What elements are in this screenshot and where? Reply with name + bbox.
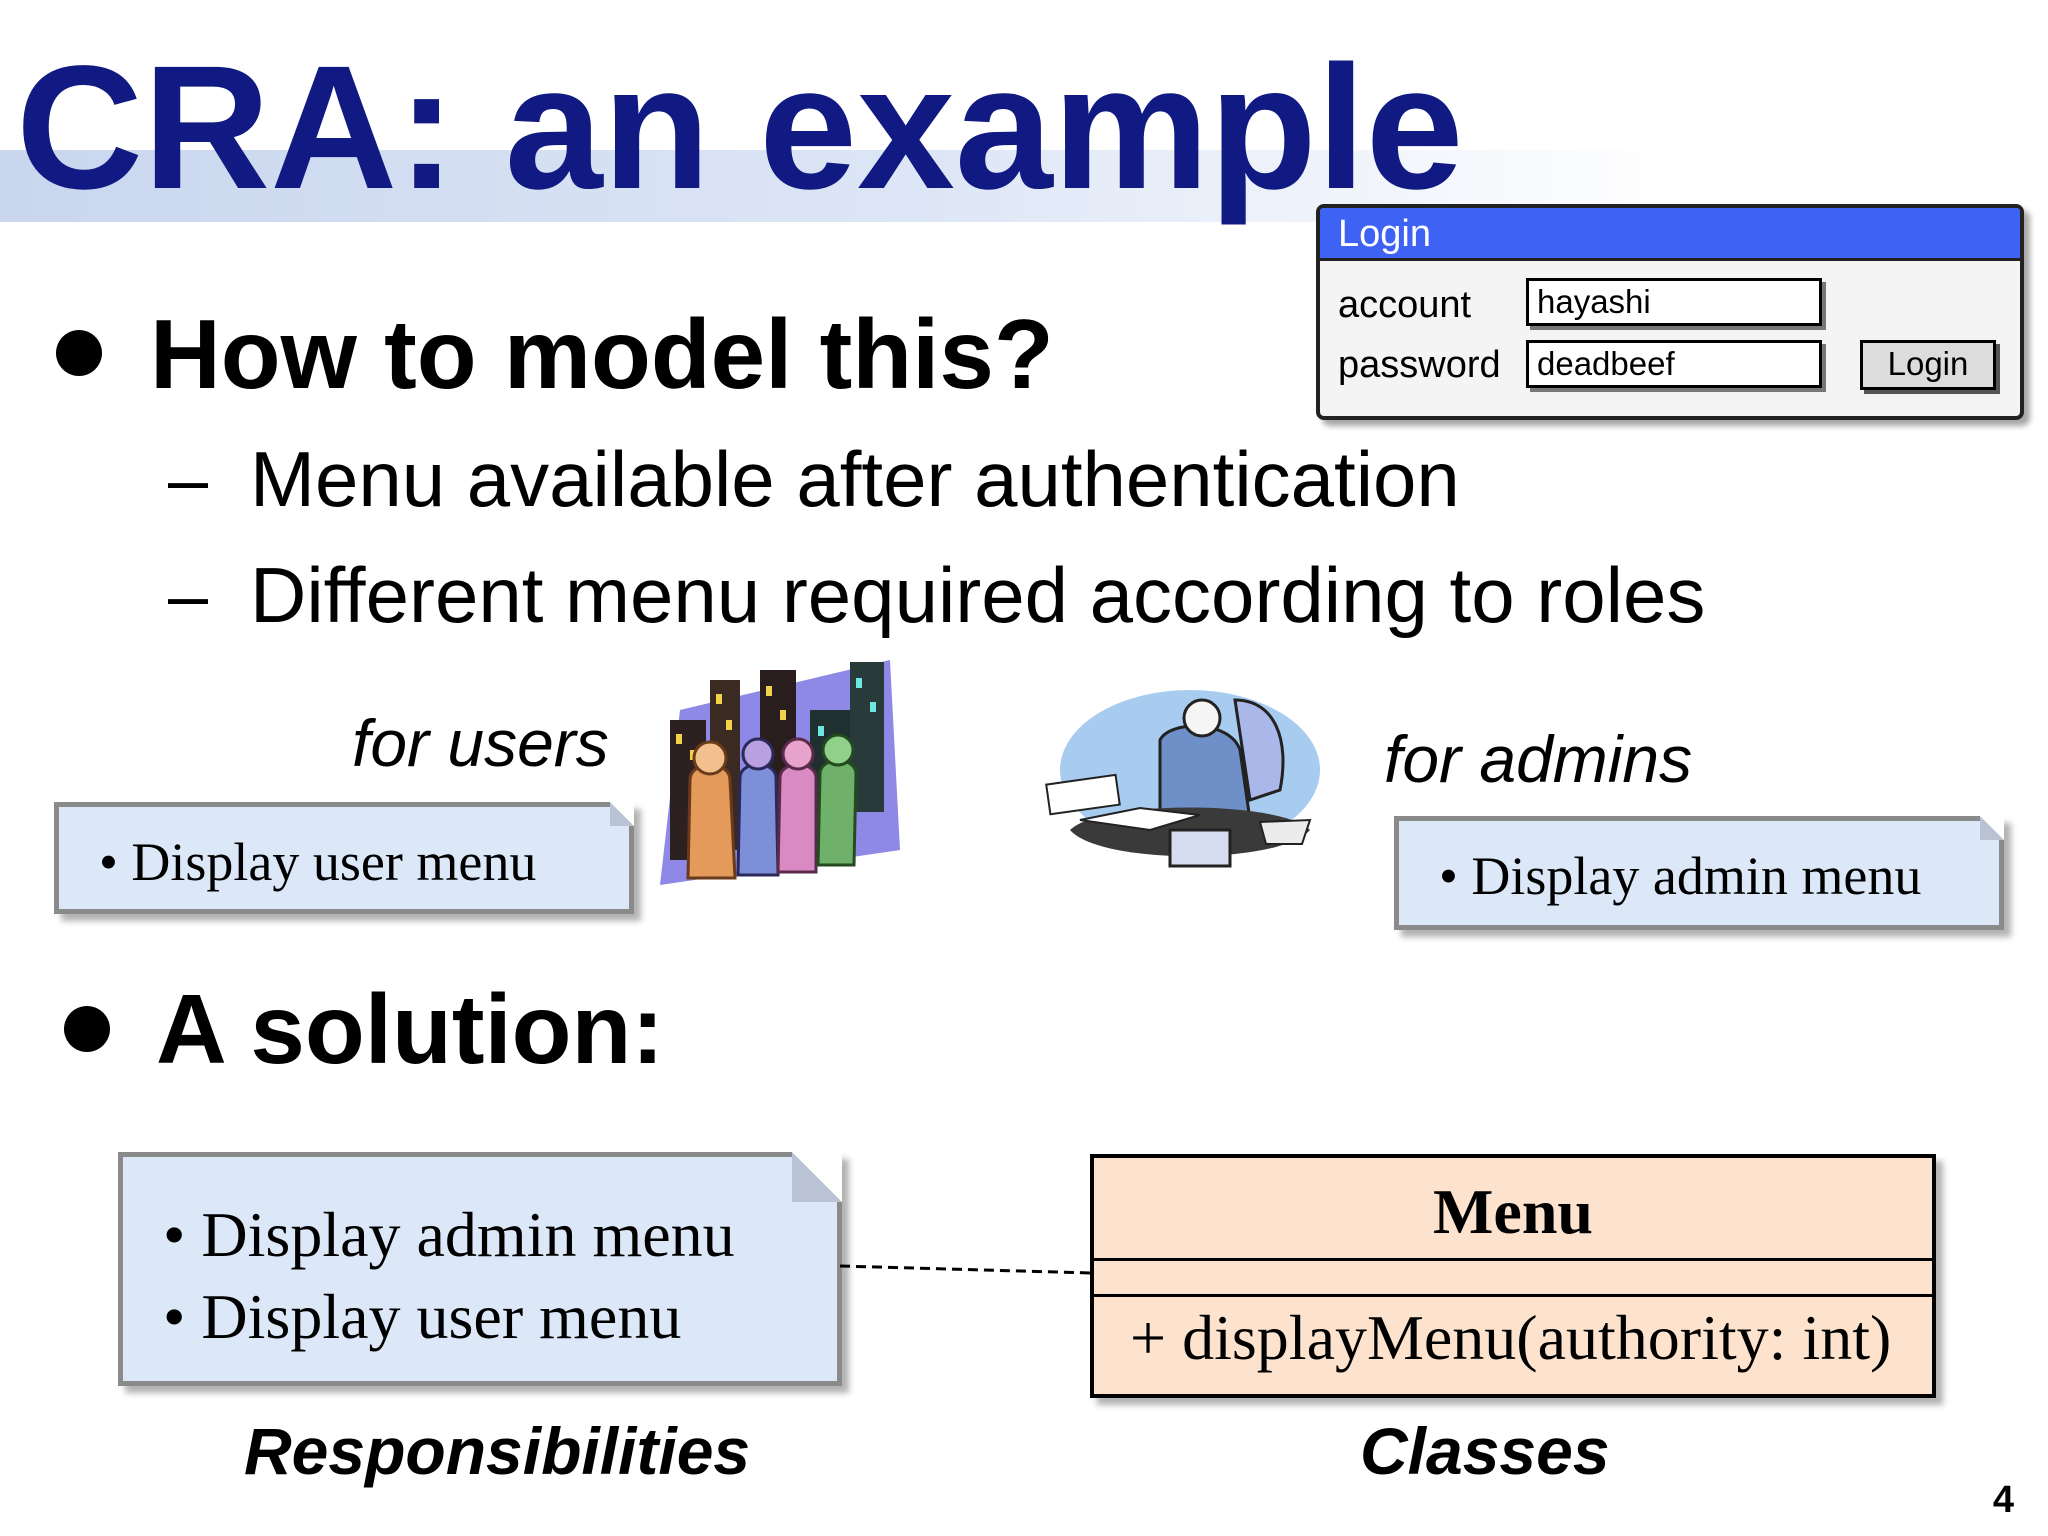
sub-bullet-dash: – (168, 440, 209, 520)
class-divider (1094, 1258, 1932, 1261)
bullet-dot (64, 1006, 110, 1052)
account-label: account (1338, 284, 1472, 326)
classes-label: Classes (1360, 1414, 1610, 1488)
login-window-title: Login (1338, 213, 1431, 255)
slide-title: CRA: an example (16, 30, 1464, 226)
page-number: 4 (1992, 1479, 2014, 1521)
responsibility-item: • Display admin menu (163, 1199, 735, 1270)
user-menu-note: • Display user menu (54, 802, 634, 914)
for-admins-caption: for admins (1384, 722, 1693, 796)
admin-menu-note: • Display admin menu (1394, 816, 2004, 930)
sub-bullet-2: Different menu required according to rol… (250, 551, 1706, 639)
responsibility-item: • Display user menu (163, 1281, 682, 1352)
bullet-heading-1: How to model this? (150, 299, 1054, 409)
admin-clipart (1040, 680, 1340, 880)
responsibilities-label: Responsibilities (244, 1414, 751, 1488)
bullet-dot (56, 330, 102, 376)
menu-class-box: Menu + displayMenu(authority: int) (1090, 1154, 1936, 1398)
dashed-association-line (840, 1264, 1093, 1275)
bullet-heading-2: A solution: (156, 974, 665, 1084)
class-operation: + displayMenu(authority: int) (1130, 1302, 1892, 1373)
login-window: Login account hayashi password deadbeef … (1316, 204, 2024, 420)
sub-bullet-1: Menu available after authentication (250, 435, 1460, 523)
login-titlebar: Login (1320, 208, 2020, 261)
for-users-caption: for users (352, 706, 609, 780)
sub-bullet-dash: – (168, 556, 209, 636)
admin-menu-item: • Display admin menu (1439, 846, 1922, 906)
login-button[interactable]: Login (1860, 340, 1996, 390)
class-divider (1094, 1294, 1932, 1297)
password-label: password (1338, 344, 1501, 386)
user-menu-item: • Display user menu (99, 832, 537, 892)
class-name: Menu (1433, 1176, 1593, 1247)
users-clipart (650, 650, 910, 890)
responsibilities-note: • Display admin menu • Display user menu (118, 1152, 842, 1386)
password-field[interactable]: deadbeef (1526, 340, 1822, 388)
account-field[interactable]: hayashi (1526, 278, 1822, 326)
